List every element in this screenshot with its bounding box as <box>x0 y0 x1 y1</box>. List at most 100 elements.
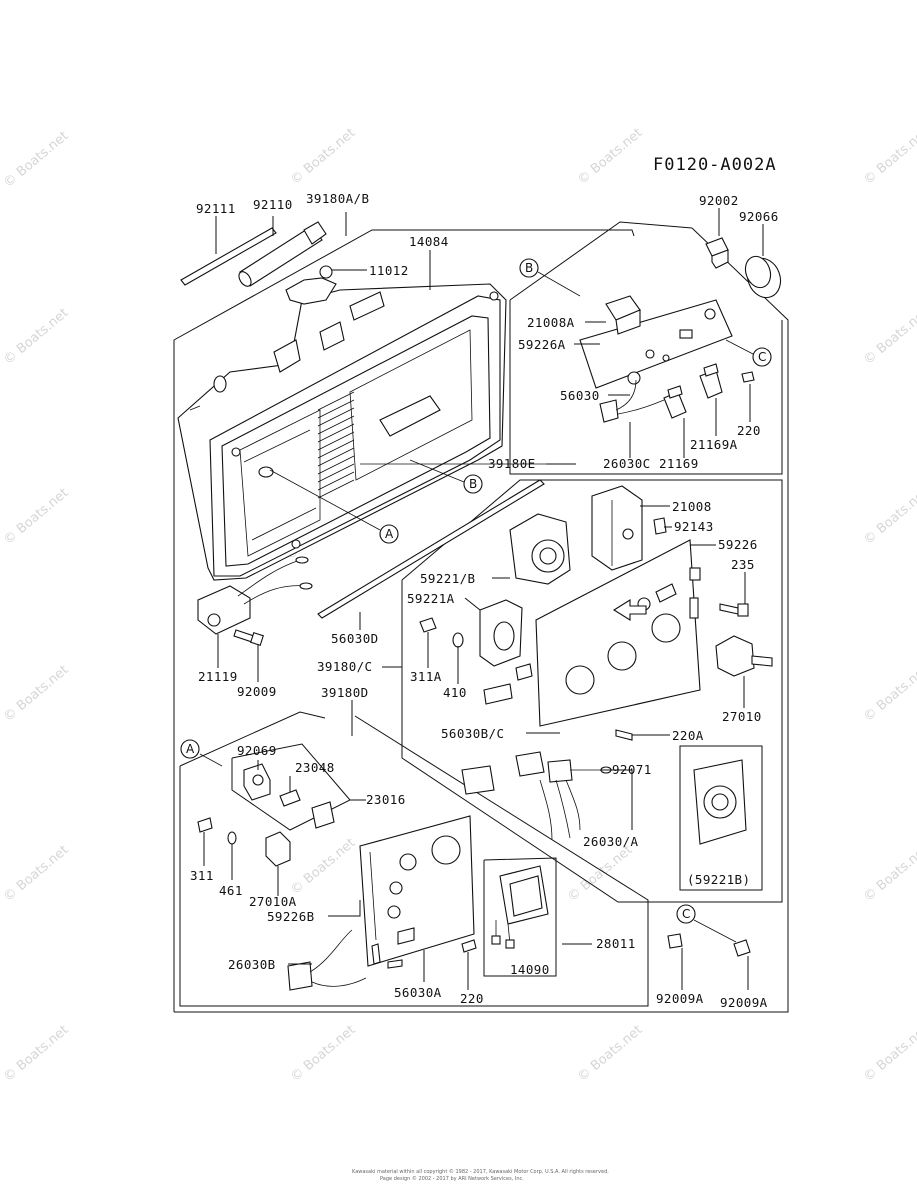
label-235: 235 <box>731 557 755 572</box>
clip-11012 <box>285 265 337 305</box>
label-59221b-paren: (59221B) <box>687 872 750 887</box>
label-92111: 92111 <box>196 201 236 216</box>
label-311a: 311A <box>410 669 442 684</box>
part-labels: 92111 92110 39180A/B 14084 11012 92002 9… <box>190 191 779 1010</box>
label-56030bc: 56030B/C <box>441 726 504 741</box>
label-311: 311 <box>190 868 214 883</box>
svg-text:C: C <box>682 907 690 921</box>
callout-a-housing: A <box>269 469 399 544</box>
label-23048: 23048 <box>295 760 335 775</box>
label-21008: 21008 <box>672 499 712 514</box>
receptacle-59221a <box>479 599 523 667</box>
watermark: © Boats.net <box>861 843 917 905</box>
fuse-holder-21169 <box>663 385 687 419</box>
label-59221b-slash: 59221/B <box>420 571 475 586</box>
harness-21119 <box>197 556 313 635</box>
harness-26030b <box>287 929 403 991</box>
fuse-holder-21169a <box>699 363 723 399</box>
watermarks: © Boats.net © Boats.net © Boats.net © Bo… <box>1 126 917 1085</box>
label-59226b: 59226B <box>267 909 315 924</box>
bolt-92002 <box>705 237 729 269</box>
label-56030: 56030 <box>560 388 600 403</box>
label-21169: 21169 <box>659 456 699 471</box>
label-56030d: 56030D <box>331 631 379 646</box>
label-92009a-1: 92009A <box>656 991 704 1006</box>
watermark: © Boats.net <box>288 836 358 898</box>
watermark: © Boats.net <box>1 843 71 905</box>
label-59226a: 59226A <box>518 337 566 352</box>
svg-text:A: A <box>385 527 394 541</box>
diagram-frame <box>173 221 789 1013</box>
callout-b-top: B <box>519 258 581 297</box>
label-26030a-slash: 26030/A <box>583 834 639 849</box>
label-92066: 92066 <box>739 209 779 224</box>
callout-a-subassembly: A <box>180 739 223 767</box>
footer-copyright: Kawasaki material within all copyright ©… <box>352 1168 609 1175</box>
subassembly-b-box <box>509 221 693 301</box>
receptacle-box <box>679 745 763 891</box>
panel-59226b <box>359 815 475 967</box>
vent-slots <box>317 391 355 499</box>
washer-410 <box>452 632 464 648</box>
watermark: © Boats.net <box>861 663 917 725</box>
label-26030c: 26030C <box>603 456 651 471</box>
watermark: © Boats.net <box>288 1023 358 1085</box>
label-92009: 92009 <box>237 684 277 699</box>
harness-26030c <box>599 379 665 423</box>
switch-27010 <box>715 635 773 677</box>
watermark: © Boats.net <box>861 126 917 188</box>
watermark: © Boats.net <box>575 126 645 188</box>
label-21169a: 21169A <box>690 437 738 452</box>
subassembly-a-box <box>179 711 326 767</box>
diagram-title: F0120-A002A <box>653 155 777 175</box>
label-92071: 92071 <box>612 762 652 777</box>
screw-92009 <box>233 629 264 646</box>
tube-92110 <box>238 221 327 287</box>
watermark: © Boats.net <box>575 1023 645 1085</box>
label-21008a: 21008A <box>527 315 575 330</box>
nut-311a <box>419 617 437 633</box>
watermark: © Boats.net <box>1 306 71 368</box>
screw-92009a-1 <box>667 933 683 949</box>
label-26030b: 26030B <box>228 957 276 972</box>
watermark: © Boats.net <box>1 663 71 725</box>
watermark: © Boats.net <box>1 486 71 548</box>
watermark: © Boats.net <box>288 126 358 188</box>
label-39180c: 39180/C <box>317 659 372 674</box>
label-220-bottom: 220 <box>460 991 484 1006</box>
indicator-box <box>483 857 557 977</box>
label-220-top: 220 <box>737 423 761 438</box>
svg-text:B: B <box>525 261 533 275</box>
label-92002: 92002 <box>699 193 739 208</box>
indicator-92069 <box>243 763 271 801</box>
leader-lines <box>203 208 764 990</box>
label-59226: 59226 <box>718 537 758 552</box>
footer-page-design: Page design © 2002 - 2017 by ARI Network… <box>380 1175 524 1182</box>
lens-23016-part <box>311 801 335 829</box>
label-461: 461 <box>219 883 243 898</box>
washer-461 <box>227 831 237 845</box>
label-27010a: 27010A <box>249 894 297 909</box>
label-39180ab: 39180A/B <box>306 191 369 206</box>
svg-text:C: C <box>758 350 766 364</box>
screw-235 <box>719 603 749 617</box>
label-28011: 28011 <box>596 936 636 951</box>
label-92069: 92069 <box>237 743 277 758</box>
watermark: © Boats.net <box>1 129 71 191</box>
panel-box <box>401 479 783 903</box>
plate-59226a <box>579 299 733 389</box>
watermark: © Boats.net <box>861 486 917 548</box>
label-92143: 92143 <box>674 519 714 534</box>
panel-59226 <box>535 539 701 727</box>
connector-56030bc <box>483 663 533 705</box>
label-39180d: 39180D <box>321 685 369 700</box>
screw-92009a-2 <box>733 939 751 957</box>
harness-26030a <box>461 751 612 841</box>
label-59221a: 59221A <box>407 591 455 606</box>
label-14090: 14090 <box>510 962 550 977</box>
bulb-23048 <box>279 789 301 807</box>
screw-220-top <box>741 371 755 383</box>
label-56030a: 56030A <box>394 985 442 1000</box>
svg-text:A: A <box>186 742 195 756</box>
